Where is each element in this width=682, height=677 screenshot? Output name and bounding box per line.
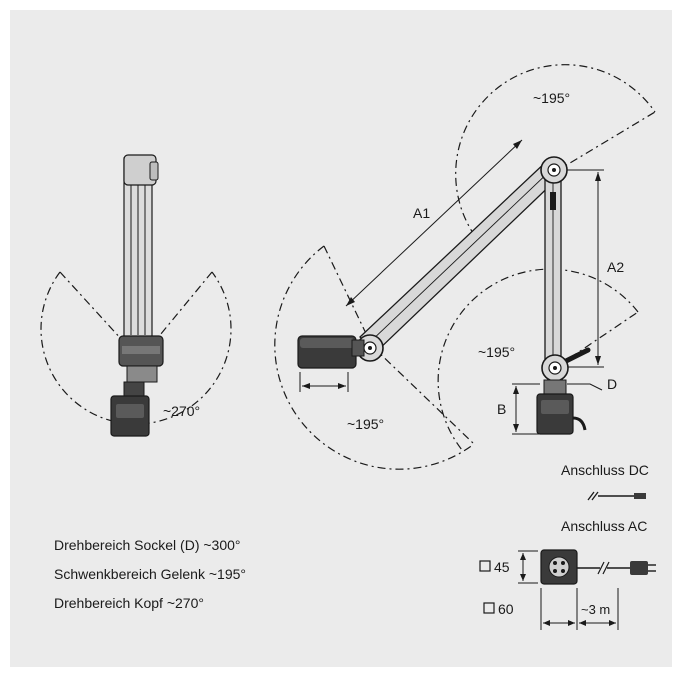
top-swing-arc: [455, 64, 656, 237]
b-label: B: [497, 401, 506, 417]
square-symbol-icon: [479, 560, 491, 572]
a2-label: A2: [607, 259, 624, 275]
a1-label: A1: [413, 205, 430, 221]
note-head-rotation: Drehbereich Kopf ~270°: [54, 595, 204, 611]
d-label: D: [607, 376, 617, 392]
top-swing-angle: ~195°: [533, 90, 570, 106]
base-swing-angle: ~195°: [347, 416, 384, 432]
articulated-view-lamp: ~195° ~195° ~195° A1 A2: [274, 64, 656, 470]
size-45-label: 45: [494, 559, 510, 575]
ac-connector-label: Anschluss AC: [561, 518, 647, 534]
ac-plug-icon: [630, 561, 648, 575]
base-swing-arc: [274, 245, 475, 470]
left-head-angle: ~270°: [163, 403, 200, 419]
mid-swing-angle: ~195°: [478, 344, 515, 360]
mid-swing-arc: [437, 268, 639, 451]
square-symbol-icon: [483, 602, 495, 614]
dc-connector-label: Anschluss DC: [561, 462, 649, 478]
size-60-label: 60: [498, 601, 514, 617]
connectors-section: Anschluss DC Anschluss AC: [479, 462, 656, 630]
cable-length-label: ~3 m: [581, 602, 610, 617]
note-base-rotation: Drehbereich Sockel (D) ~300°: [54, 537, 241, 553]
a1-dimension-line: [345, 139, 523, 307]
note-joint-swing: Schwenkbereich Gelenk ~195°: [54, 566, 246, 582]
dc-plug-icon: [634, 493, 646, 499]
side-view-lamp: ~270°: [40, 154, 232, 437]
